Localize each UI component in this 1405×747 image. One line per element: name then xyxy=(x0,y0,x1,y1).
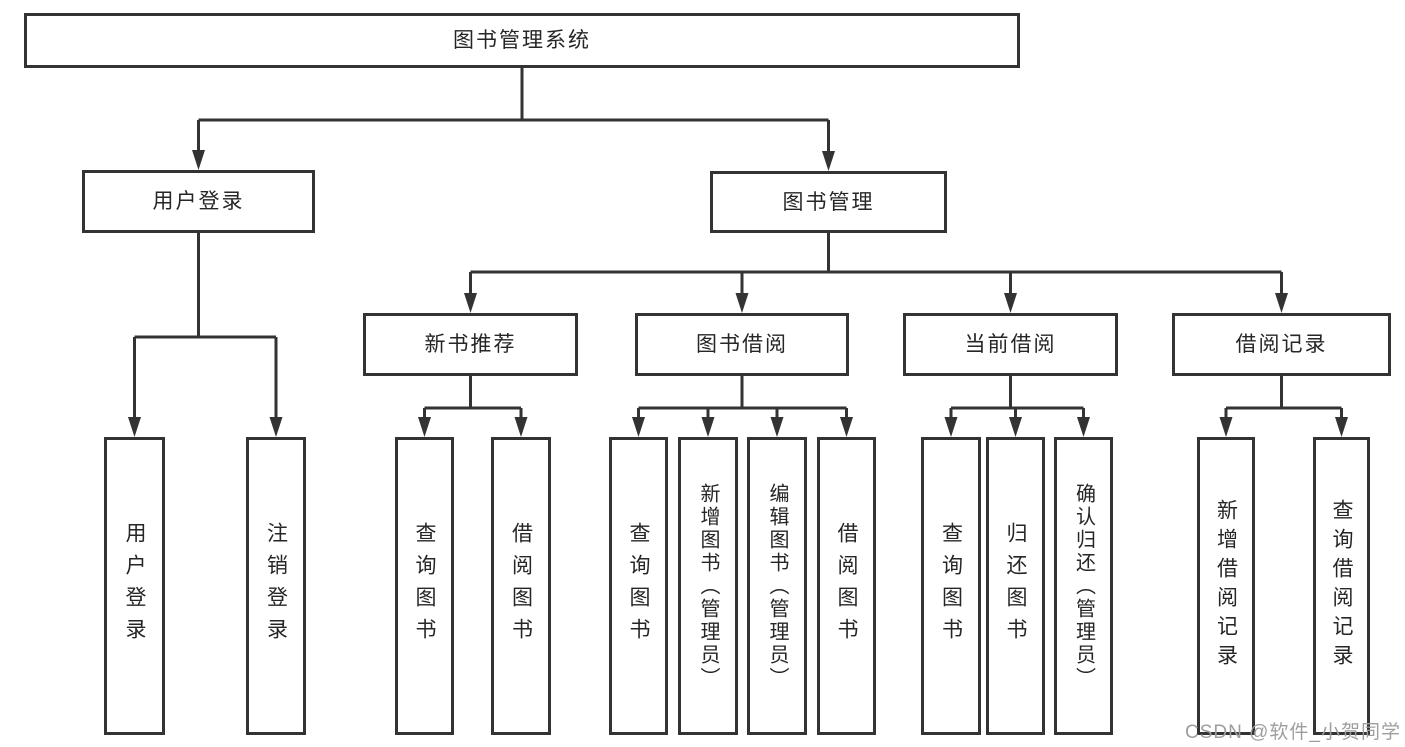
leaf-query-borrow-record: 查询借阅记录 xyxy=(1313,437,1370,735)
node-current-borrowing: 当前借阅 xyxy=(903,313,1118,376)
node-new-book-recommendation: 新书推荐 xyxy=(363,313,578,376)
node-borrowing-records: 借阅记录 xyxy=(1172,313,1391,376)
leaf-query-books-borrowing: 查询图书 xyxy=(609,437,668,735)
leaf-return-books: 归还图书 xyxy=(986,437,1045,735)
leaf-user-login: 用户登录 xyxy=(104,437,165,735)
node-book-management: 图书管理 xyxy=(710,171,947,233)
leaf-confirm-return-admin: 确认归还（管理员） xyxy=(1054,437,1113,735)
node-book-borrowing: 图书借阅 xyxy=(635,313,849,376)
leaf-edit-books-admin: 编辑图书（管理员） xyxy=(747,437,807,735)
leaf-query-books-current: 查询图书 xyxy=(921,437,981,735)
leaf-logout: 注销登录 xyxy=(246,437,306,735)
leaf-add-books-admin: 新增图书（管理员） xyxy=(678,437,738,735)
leaf-query-books-recommend: 查询图书 xyxy=(395,437,454,735)
leaf-borrow-books-borrowing: 借阅图书 xyxy=(817,437,876,735)
leaf-add-borrow-record: 新增借阅记录 xyxy=(1197,437,1255,735)
node-user-login: 用户登录 xyxy=(82,170,315,233)
node-root: 图书管理系统 xyxy=(24,13,1020,68)
leaf-borrow-books-recommend: 借阅图书 xyxy=(491,437,551,735)
watermark: CSDN @软件_小贺同学 xyxy=(1185,722,1401,743)
